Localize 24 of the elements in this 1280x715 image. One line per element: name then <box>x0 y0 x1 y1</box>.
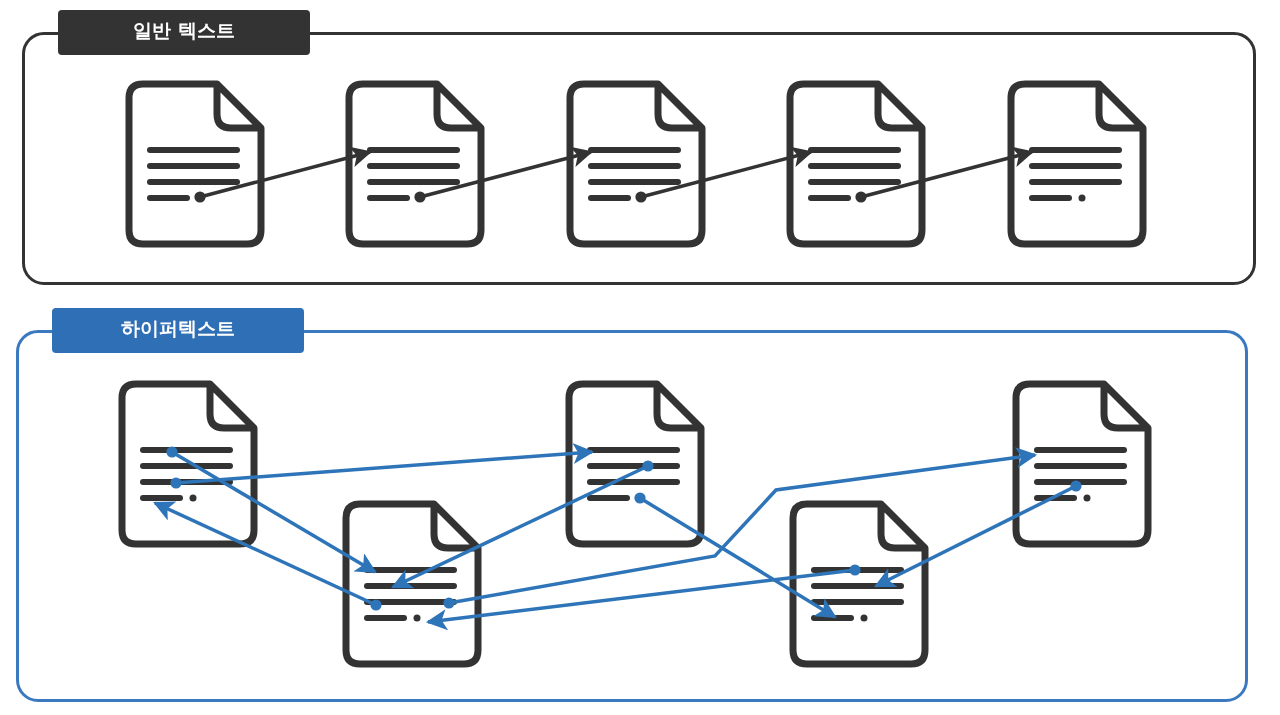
arrow <box>414 146 594 203</box>
document-icon <box>342 500 482 668</box>
arrow <box>443 447 1038 609</box>
document-icon <box>786 80 926 248</box>
document-icon <box>118 380 258 548</box>
arrow <box>635 146 814 203</box>
panel-title: 하이퍼텍스트 <box>52 308 304 353</box>
arrow <box>194 146 373 203</box>
document-icon <box>565 380 705 548</box>
arrow <box>855 146 1035 203</box>
arrow <box>874 480 1082 588</box>
document-icon <box>566 80 706 248</box>
document-icon <box>789 500 929 668</box>
arrow <box>166 446 377 574</box>
arrow <box>634 492 837 619</box>
document-icon <box>125 80 265 248</box>
document-icon <box>345 80 485 248</box>
arrow <box>170 442 595 489</box>
document-icon <box>1012 380 1152 548</box>
arrow <box>425 564 861 631</box>
arrow <box>391 460 654 589</box>
arrow <box>153 501 382 611</box>
document-icon <box>1007 80 1147 248</box>
panel-title: 일반 텍스트 <box>58 10 310 55</box>
